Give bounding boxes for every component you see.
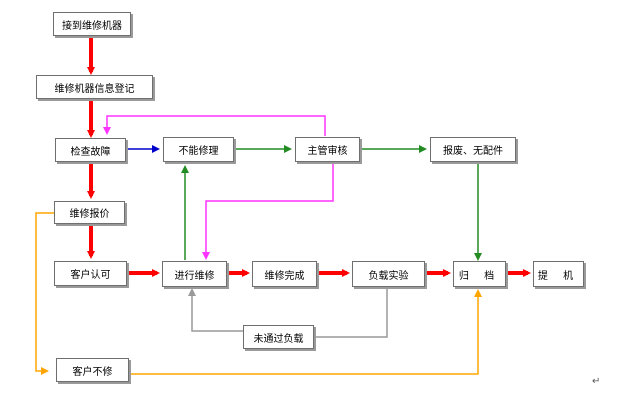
node-not-passed-load: 未通过负载 [243,325,314,349]
node-pickup: 提 机 [533,261,584,287]
node-archive: 归 档 [453,261,506,287]
node-scrap-no-parts: 报废、无配件 [430,137,516,162]
arrow-not-passed-to-repairing [188,288,243,332]
node-supervisor-review: 主管审核 [295,137,360,162]
node-cannot-repair: 不能修理 [163,137,234,162]
arrow-test-failed-to-not-passed [314,287,388,338]
node-repair-quote: 维修报价 [54,201,125,224]
paragraph-mark: ↵ [592,376,601,387]
node-load-test: 负载实验 [352,261,425,287]
arrow-quote-to-customer-decline [35,212,54,375]
arrow-supervisor-to-repairing [202,162,334,260]
node-customer-approve: 客户认可 [54,261,127,286]
node-repair-done: 维修完成 [252,261,317,287]
arrow-customer-decline-to-archive [129,289,482,375]
arrow-supervisor-back-to-inspect [103,115,326,136]
node-customer-decline: 客户不修 [56,358,129,382]
node-repairing: 进行维修 [162,261,227,287]
node-register-info: 维修机器信息登记 [36,75,153,99]
node-inspect-fault: 检查故障 [55,138,126,162]
node-receive-machine: 接到维修机器 [53,12,131,36]
